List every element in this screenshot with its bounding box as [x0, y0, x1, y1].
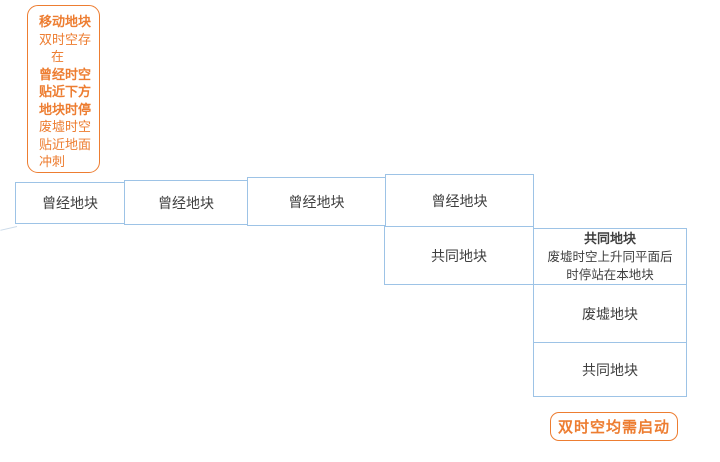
callout-line: 移动地块 [39, 14, 92, 29]
past-tile-4: 曾经地块 [385, 174, 534, 227]
common-tile-note-line: 时停站在本地块 [566, 267, 654, 282]
callout-line: 贴近地面 [39, 136, 92, 152]
common-tile-label: 共同地块 [431, 249, 487, 265]
common-tile-label: 共同地块 [582, 363, 638, 379]
past-tile-label: 曾经地块 [288, 195, 345, 211]
past-tile-label: 曾经地块 [431, 194, 488, 210]
common-tile-mid: 共同地块 [384, 226, 534, 285]
callout-line: 曾经时空 [39, 66, 92, 82]
past-tile-2: 曾经地块 [124, 180, 248, 225]
callout-line: 双时空存 [39, 31, 92, 47]
move-tile-callout: 移动地块 双时空存 在 曾经时空 贴近下方 地块时停 废墟时空 贴近地面 冲刺 [27, 5, 100, 173]
callout-line: 冲刺 [39, 154, 66, 169]
ruins-tile-label: 废墟地块 [582, 307, 638, 323]
ruins-tile: 废墟地块 [533, 284, 687, 343]
dual-timespace-note: 双时空均需启动 [550, 412, 678, 441]
past-tile-1: 曾经地块 [15, 182, 125, 224]
past-tile-label: 曾经地块 [158, 196, 214, 212]
callout-line: 地块时停 [39, 101, 92, 117]
callout-line: 在 [51, 49, 65, 64]
past-tile-3: 曾经地块 [247, 177, 386, 226]
callout-line: 废墟时空 [39, 119, 92, 134]
common-tile-title: 共同地块 [583, 230, 636, 246]
callout-line: 贴近下方 [39, 84, 92, 99]
common-tile-annotated: 共同地块 废墟时空上升同平面后 时停站在本地块 [533, 228, 687, 285]
common-tile-note-line: 废墟时空上升同平面后 [547, 249, 673, 264]
past-tile-label: 曾经地块 [42, 197, 98, 212]
common-tile-bottom: 共同地块 [533, 342, 687, 397]
clipped-border-stub [0, 226, 18, 231]
dual-timespace-note-label: 双时空均需启动 [557, 420, 670, 436]
